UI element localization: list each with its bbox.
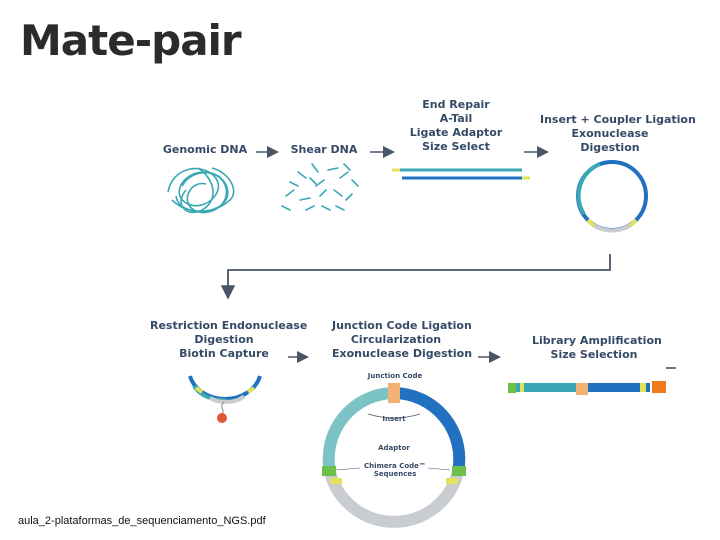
exonuclease-line: Exonuclease: [571, 127, 649, 140]
digestion-line: Digestion: [580, 141, 640, 154]
junction-circle: [322, 387, 466, 528]
chimera-line2: Sequences: [373, 470, 417, 478]
library-label: Library Amplification Size Selection: [532, 334, 662, 362]
ligate-adaptor-line: Ligate Adaptor: [409, 126, 503, 139]
shear-dna-label: Shear DNA: [290, 143, 358, 156]
size-selection-line: Size Selection: [550, 348, 638, 361]
sheared-dna-fragments: [281, 163, 359, 211]
insert-label: Insert: [382, 415, 406, 423]
file-caption: aula_2-plataformas_de_sequenciamento_NGS…: [18, 515, 266, 527]
biotin-capture-line: Biotin Capture: [179, 347, 269, 360]
insert-coupler-circle: [576, 160, 648, 233]
circularization-line: Circularization: [350, 333, 442, 346]
size-select-line: Size Select: [422, 140, 490, 153]
genomic-dna-tangle: [167, 167, 235, 214]
a-tail-line: A-Tail: [439, 112, 473, 125]
digestion2-line: Digestion: [194, 333, 254, 346]
biotin-fragment: [188, 375, 262, 404]
end-repair-line: End Repair: [422, 98, 490, 111]
insert-coupler-line: Insert + Coupler Ligation: [540, 113, 696, 126]
page-title: Mate-pair: [20, 16, 242, 65]
chimera-line1: Chimera Code™: [364, 462, 426, 470]
library-amp-line: Library Amplification: [532, 334, 662, 347]
adapted-fragments: [392, 168, 530, 180]
genomic-dna-label: Genomic DNA: [162, 143, 248, 156]
library-fragment: [508, 367, 676, 395]
biotin-bead: [217, 413, 227, 423]
junction-code-block: [388, 383, 400, 403]
restriction-label: Restriction Endonuclease Digestion Bioti…: [150, 319, 308, 361]
insert-coupler-label: Insert + Coupler Ligation Exonuclease Di…: [540, 113, 696, 155]
chimera-label: Chimera Code™ Sequences: [360, 462, 430, 478]
junction-label: Junction Code Ligation Circularization E…: [332, 319, 473, 361]
end-repair-label: End Repair A-Tail Ligate Adaptor Size Se…: [404, 98, 508, 154]
adaptor-label: Adaptor: [378, 444, 410, 452]
restriction-line: Restriction Endonuclease: [150, 319, 308, 332]
connector-arrow: [220, 254, 611, 300]
junction-code-label: Junction Code: [367, 372, 423, 380]
exonuclease-digestion-line: Exonuclease Digestion: [332, 347, 473, 360]
junction-line: Junction Code Ligation: [332, 319, 472, 332]
